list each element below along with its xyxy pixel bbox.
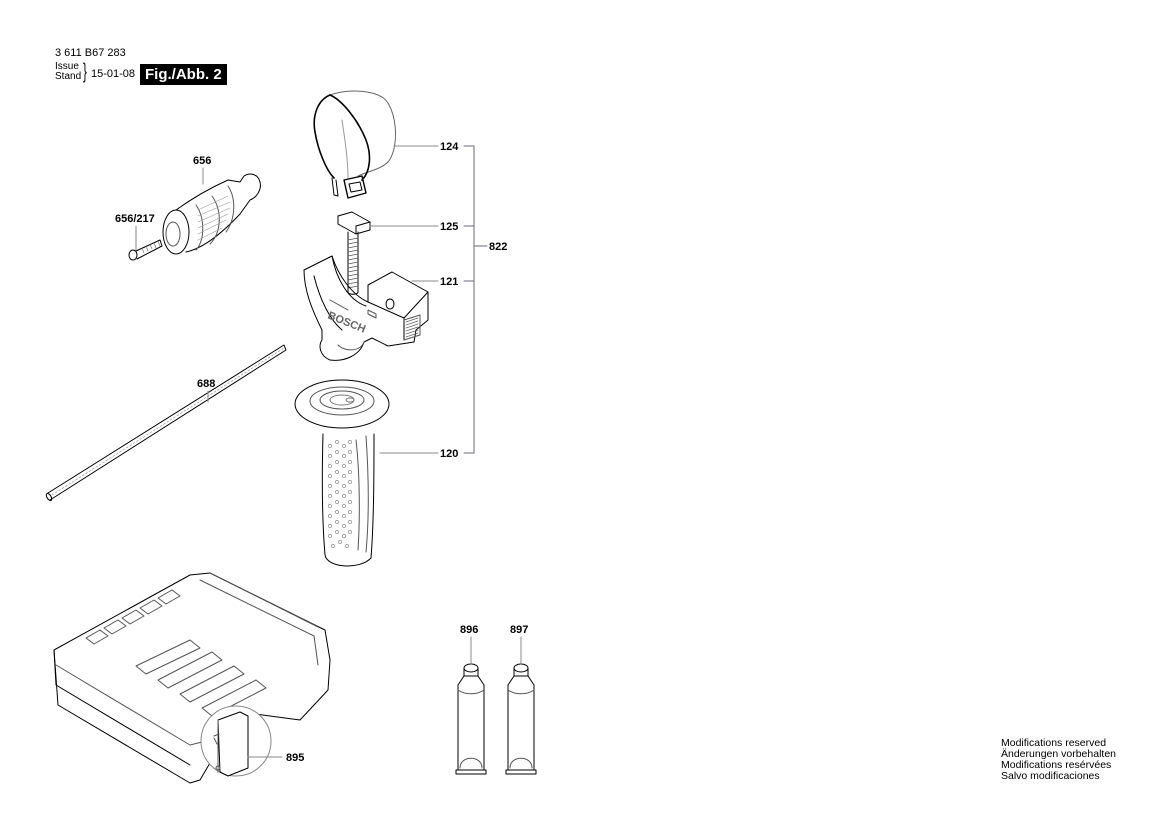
label-897: 897	[510, 624, 528, 636]
carrying-case-drawing	[53, 572, 331, 784]
leader-lines	[135, 145, 522, 758]
footer-line-es: Salvo modificaciones	[1001, 770, 1100, 782]
issue-date: 15-01-08	[91, 68, 136, 80]
document-number: 3 611 B67 283	[55, 47, 126, 59]
label-120: 120	[440, 448, 458, 460]
label-124: 124	[440, 141, 459, 153]
clamping-bolt-drawing	[337, 211, 371, 295]
auxiliary-handle-drawing	[294, 379, 390, 567]
chuck-drawing	[162, 173, 261, 255]
brace-symbol: }	[83, 60, 87, 83]
assembly-bracket	[463, 145, 488, 454]
issue-labels: Issue Stand	[55, 62, 81, 82]
bosch-logo: BOSCH	[326, 310, 367, 336]
label-688: 688	[197, 378, 215, 390]
handle-band-drawing	[313, 90, 396, 199]
label-822: 822	[489, 241, 507, 253]
footer-line-de: Änderungen vorbehalten	[1001, 748, 1117, 760]
grease-tube-897-drawing	[505, 663, 537, 775]
label-656: 656	[193, 155, 211, 167]
label-125: 125	[440, 221, 458, 233]
label-656-217: 656/217	[115, 213, 155, 225]
footer-line-fr: Modifications resérvées	[1001, 759, 1112, 771]
label-896: 896	[460, 624, 478, 636]
grease-tube-896-drawing	[455, 663, 487, 775]
issue-label: Issue	[55, 61, 79, 72]
chuck-screw-drawing	[128, 239, 163, 261]
handle-mount-drawing	[303, 255, 429, 361]
footer-line-en: Modifications reserved	[1001, 737, 1107, 749]
label-121: 121	[440, 276, 458, 288]
stand-label: Stand	[55, 71, 82, 82]
label-895: 895	[286, 752, 304, 764]
depth-stop-rod-drawing	[45, 344, 287, 502]
modifications-notice: Modifications reserved Änderungen vorbeh…	[1001, 738, 1116, 782]
figure-label: Fig./Abb. 2	[140, 64, 227, 85]
